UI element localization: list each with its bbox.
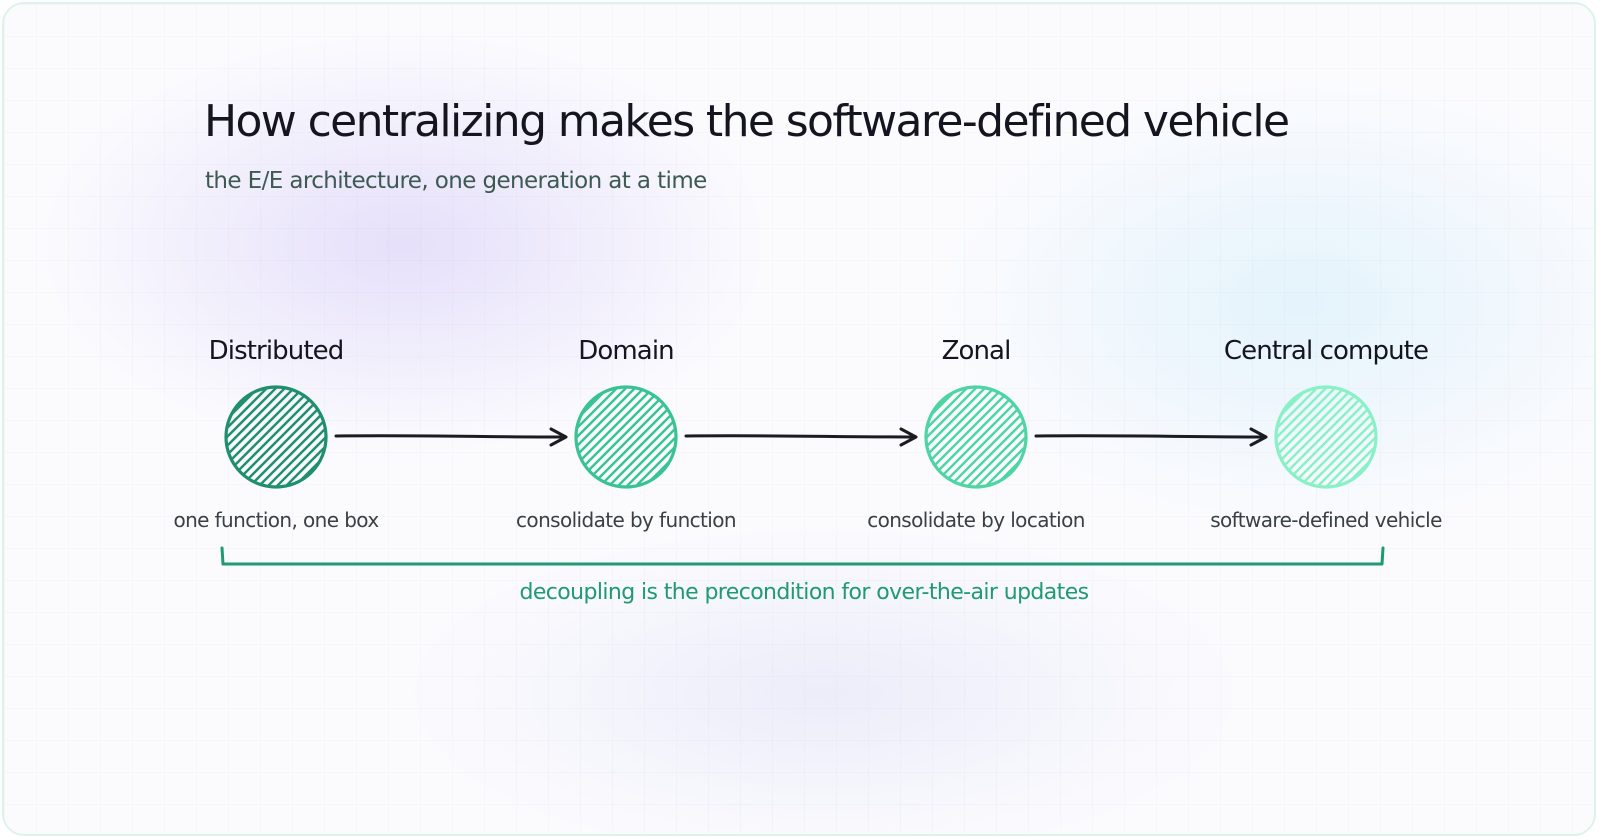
hatch-stroke [228, 387, 326, 487]
arrow-zonal-to-central [1034, 427, 1268, 447]
hatch-stroke [1276, 387, 1321, 487]
hatch-stroke [1276, 387, 1339, 487]
hatch-stroke [226, 387, 298, 487]
hatch-stroke [926, 387, 971, 487]
bracket-note: decoupling is the precondition for over-… [519, 580, 1089, 605]
hatch-stroke [1276, 387, 1348, 487]
hatch-stroke [614, 387, 676, 487]
stage-node-distributed [86, 377, 328, 497]
hatch-stroke [237, 387, 326, 487]
arrow-domain-to-zonal [684, 427, 918, 447]
hatch-stroke [1341, 387, 1376, 487]
hatch-stroke [226, 387, 271, 487]
hatch-stroke [282, 387, 326, 487]
hatch-stroke [926, 387, 998, 487]
hatch-stroke [576, 387, 666, 487]
hatch-stroke [1332, 387, 1376, 487]
hatch-stroke [1350, 387, 1376, 487]
hatch-stroke [926, 387, 989, 487]
hatch-stroke [964, 387, 1026, 487]
stage-label-domain: Domain [578, 336, 674, 366]
hatch-stroke [576, 387, 621, 487]
hatch-stroke [1368, 387, 1376, 487]
hatch-stroke [576, 387, 639, 487]
hatch-stroke [1379, 377, 1499, 497]
stage-label-central-compute: Central compute [1223, 336, 1429, 366]
stage-label-zonal: Zonal [941, 336, 1012, 366]
hatch-stroke [226, 387, 235, 487]
hatch-stroke [982, 387, 1026, 487]
hatch-stroke [1388, 377, 1508, 497]
hatch-stroke [1276, 387, 1375, 487]
hatch-stroke [226, 387, 289, 487]
hatch-stroke [226, 387, 326, 487]
hatch-stroke [576, 387, 630, 487]
hatch-stroke [1276, 387, 1376, 487]
hatch-stroke [226, 387, 262, 487]
hatch-stroke [926, 387, 1026, 487]
hatch-stroke [576, 387, 657, 487]
hatch-stroke [632, 387, 676, 487]
hatch-stroke [1276, 387, 1366, 487]
hatch-stroke [937, 387, 1026, 487]
stage-caption-distributed: one function, one box [173, 508, 379, 532]
hatch-stroke [926, 387, 1007, 487]
hatch-stroke [1296, 387, 1376, 487]
hatch-stroke [1276, 387, 1357, 487]
stage-caption-zonal: consolidate by location [867, 508, 1085, 532]
diagram-subtitle: the E/E architecture, one generation at … [205, 168, 707, 194]
hatch-stroke [926, 387, 1025, 487]
stage-caption-central-compute: software-defined vehicle [1210, 508, 1442, 532]
arrow-distributed-to-domain [334, 427, 568, 447]
hatch-stroke [86, 377, 206, 497]
hatch-stroke [623, 387, 676, 487]
hatch-stroke [226, 387, 307, 487]
decoupling-bracket [220, 546, 1385, 567]
stage-label-distributed: Distributed [208, 336, 345, 366]
hatch-stroke [226, 387, 325, 487]
hatch-stroke [576, 387, 676, 487]
hatch-stroke [226, 387, 244, 487]
hatch-stroke [578, 387, 676, 487]
hatch-stroke [576, 387, 676, 487]
diagram-title: How centralizing makes the software-defi… [204, 96, 1290, 147]
hatch-stroke [576, 387, 675, 487]
hatch-stroke [587, 387, 676, 487]
hatch-stroke [226, 387, 316, 487]
hatch-stroke [273, 387, 326, 487]
hatch-stroke [104, 377, 224, 497]
hatch-stroke [928, 387, 1026, 487]
hatch-stroke [255, 387, 326, 487]
hatch-stroke [95, 377, 215, 497]
hatch-stroke [1276, 387, 1330, 487]
hatch-stroke [226, 387, 326, 487]
stage-caption-domain: consolidate by function [516, 508, 737, 532]
hatch-stroke [1314, 387, 1376, 487]
hatch-stroke [926, 387, 1016, 487]
hatch-stroke [246, 387, 326, 487]
flow-diagram [86, 377, 1508, 567]
hatch-stroke [605, 387, 676, 487]
hatch-stroke [596, 387, 676, 487]
hatch-stroke [955, 387, 1026, 487]
hatch-stroke [926, 387, 980, 487]
hatch-stroke [973, 387, 1026, 487]
hatch-stroke [1287, 387, 1376, 487]
hatch-stroke [226, 387, 253, 487]
hatch-stroke [264, 387, 326, 487]
background-grid [4, 4, 1594, 834]
hatch-stroke [576, 387, 648, 487]
hatch-stroke [1323, 387, 1376, 487]
hatch-stroke [946, 387, 1026, 487]
hatch-stroke [1276, 387, 1376, 487]
hatch-stroke [926, 387, 1026, 487]
hatch-stroke [1305, 387, 1376, 487]
hatch-stroke [1278, 387, 1376, 487]
hatch-stroke [226, 387, 280, 487]
hatch-stroke [1359, 387, 1376, 487]
